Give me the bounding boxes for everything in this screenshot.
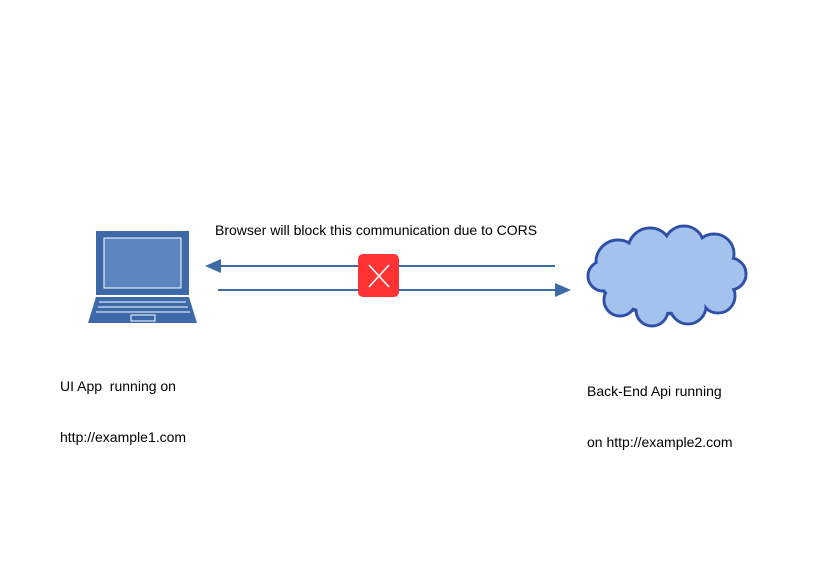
- blocked-x-icon: [358, 254, 399, 297]
- laptop-icon: [88, 231, 197, 323]
- server-label: Back-End Api running on http://example2.…: [587, 349, 733, 468]
- server-label-line2: on http://example2.com: [587, 434, 733, 450]
- cors-caption: Browser will block this communication du…: [215, 222, 538, 238]
- client-label-line1: UI App running on: [60, 378, 176, 394]
- server-label-line1: Back-End Api running: [587, 383, 722, 399]
- client-label-line2: http://example1.com: [60, 429, 187, 445]
- client-label: UI App running on http://example1.com: [60, 344, 186, 463]
- cloud-icon: [586, 224, 748, 328]
